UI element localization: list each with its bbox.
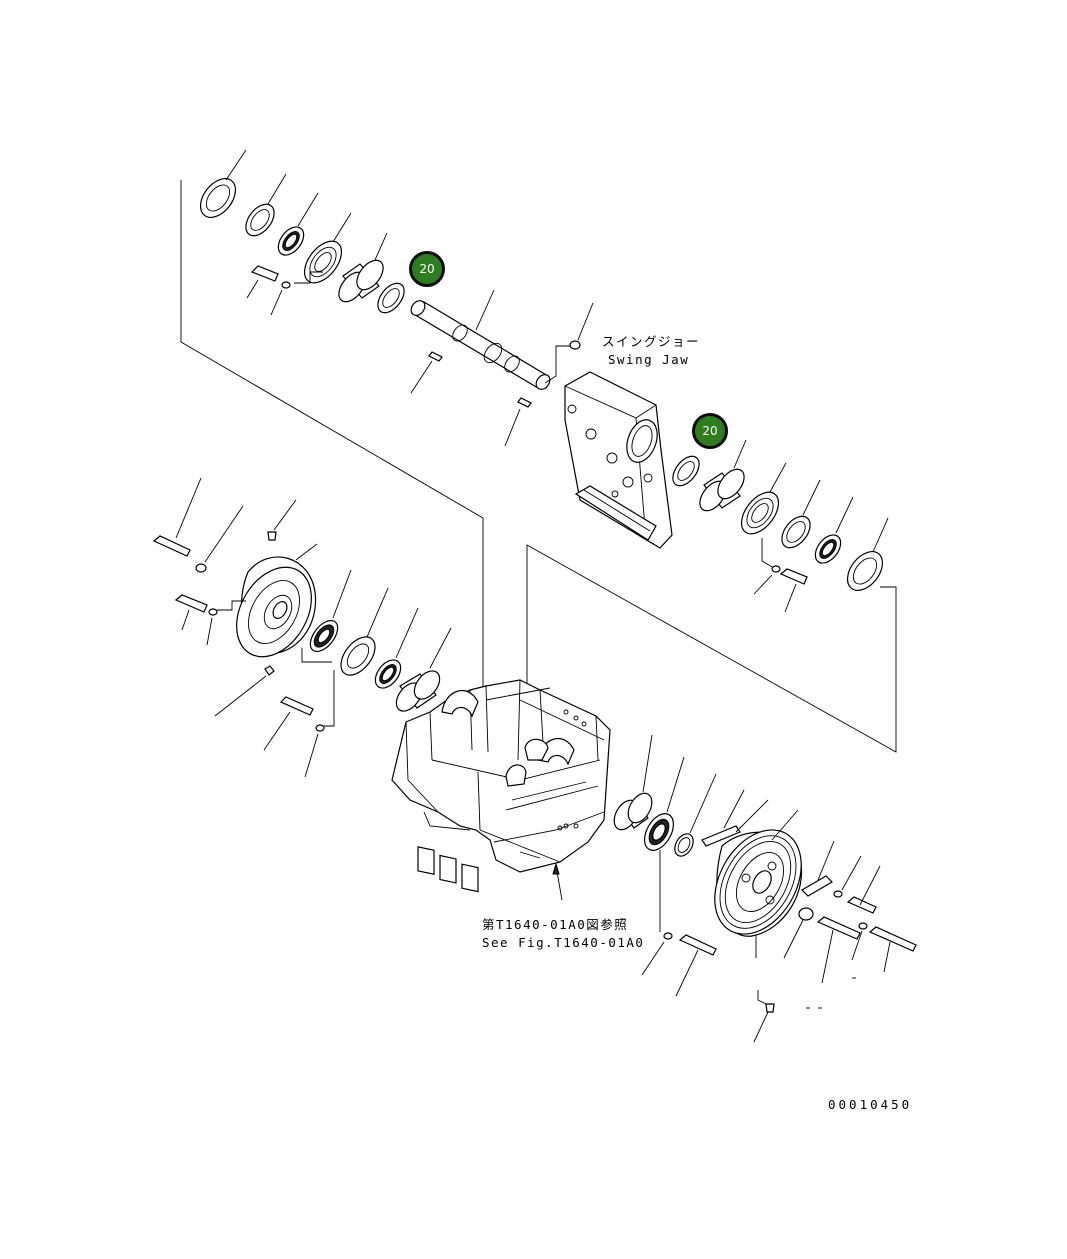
swing-jaw-label-en: Swing Jaw (608, 352, 690, 367)
reference-label-jp: 第T1640-01A0図参照 (482, 917, 629, 932)
eccentric-shaft (410, 289, 594, 447)
upper-left-bearing-group (180, 149, 484, 690)
reference-label-en: See Fig.T1640-01A0 (482, 935, 645, 950)
right-flywheel-group (613, 734, 917, 1043)
main-frame (391, 679, 611, 901)
left-flywheel-group (152, 477, 452, 778)
part-callout-right[interactable]: 20 (692, 413, 728, 449)
part-callout-upper[interactable]: 20 (409, 251, 445, 287)
swing-jaw (564, 371, 673, 549)
drawing-number: 00010450 (828, 1097, 913, 1112)
upper-right-bearing-group (526, 439, 897, 760)
swing-jaw-label-jp: スイングジョー (602, 334, 701, 349)
